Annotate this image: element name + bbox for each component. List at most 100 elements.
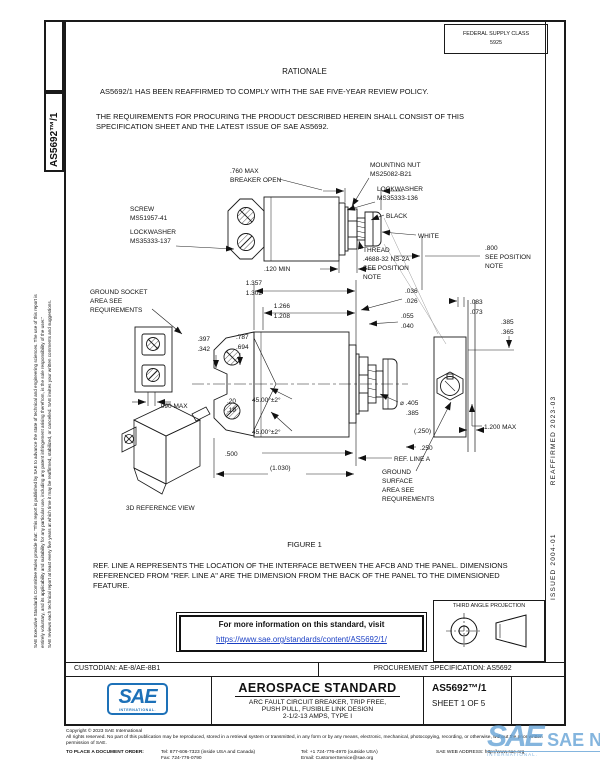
dim-label: .250 [420,445,433,452]
dim-label: .397 [197,336,210,343]
color-label: WHITE [418,233,440,240]
tel-outside: Tel: +1 724-776-4970 (outside USA) [301,749,378,755]
standard-url-link[interactable]: https://www.sae.org/standards/content/AS… [216,635,387,644]
projection-title: THIRD ANGLE PROJECTION [452,603,526,609]
tab-box-empty [44,20,64,92]
third-angle-projection-box: THIRD ANGLE PROJECTION [433,600,545,662]
tel-inside: Tel: 877-606-7323 (inside USA and Canada… [161,749,256,755]
color-label: BLACK [386,213,408,220]
dim-label: (.250) [414,428,431,435]
dim-label: .787 [236,334,249,341]
three-d-reference-view [121,403,211,495]
issue-column-divider [545,20,546,662]
part-label: MS25082-B21 [370,171,412,178]
note-label: REQUIREMENTS [90,307,143,314]
doc-number-cell: AS5692™/1 SHEET 1 OF 5 [424,677,512,726]
dim-label: .385 [406,410,419,417]
dim-label: .055 [401,313,414,320]
dim-label: SEE POSITION [485,254,531,261]
left-margin-disclaimer-line1: SAE Executive Standards Committee Rules … [33,294,38,648]
sae-logo: SAE INTERNATIONAL. [107,683,168,715]
note-label: SURFACE [382,478,413,485]
part-label: LOCKWASHER [130,229,176,236]
dim-label: 1.357 [246,280,263,287]
sae-logo-subtext: INTERNATIONAL. [118,708,157,712]
figure-note: REF. LINE A REPRESENTS THE LOCATION OF T… [93,561,508,591]
third-angle-projection-symbol [446,613,527,649]
dimension-lines [132,177,514,478]
part-label: LOCKWASHER [377,186,423,193]
order-label: TO PLACE A DOCUMENT ORDER: [66,749,144,755]
custodian-row: CUSTODIAN: AE-8/AE-8B1 PROCUREMENT SPECI… [64,662,566,677]
part-label: SCREW [130,206,155,213]
angle-label: 45.00°±2° [252,428,281,436]
figure-caption: FIGURE 1 [287,540,322,549]
note-label: AREA SEE [90,298,123,305]
dim-label: (1.030) [270,465,291,472]
drawing-labels: .760 MAX BREAKER OPEN MOUNTING NUT MS250… [90,162,531,512]
dim-label: .342 [197,346,210,353]
more-info-box: For more information on this standard, v… [176,612,427,652]
note-label: REQUIREMENTS [382,496,435,503]
doc-number: AS5692™/1 [432,683,487,694]
ground-socket-detail [134,326,173,406]
part-label: MS51957-41 [130,215,168,222]
left-margin-disclaimer-line2: entirely voluntary, and its applicabilit… [40,316,45,648]
dim-label: .20 [227,398,236,405]
web-address: SAE WEB ADDRESS: http://www.sae.org [436,749,525,755]
rights-text: All rights reserved. No part of this pub… [66,735,543,747]
rationale-heading: RATIONALE [282,67,327,76]
procurement-spec-cell: PROCUREMENT SPECIFICATION: AS5692 [318,663,566,676]
upper-side-view [227,196,447,345]
fsc-line1: FEDERAL SUPPLY CLASS [462,31,530,37]
dim-label: .073 [470,309,483,316]
sae-logo-text: SAE [118,686,157,708]
fax-number: Fax: 724-776-0790 [161,755,202,761]
dim-label: .760 MAX [230,168,259,175]
sheet-number: SHEET 1 OF 5 [432,699,486,708]
more-info-text: For more information on this standard, v… [218,620,385,629]
dim-label: .036 [405,288,418,295]
left-margin-disclaimer-line3: SAE reviews each technical report at lea… [47,300,52,648]
custodian-cell: CUSTODIAN: AE-8/AE-8B1 [74,665,161,672]
figure-1-drawing: .760 MAX BREAKER OPEN MOUNTING NUT MS250… [90,162,531,512]
copyright-line: Copyright © 2023 SAE International [66,729,143,734]
page-border-frame [64,20,566,726]
footer-copyright-block: Copyright © 2023 SAE International All r… [66,729,566,762]
doc-type-heading: AEROSPACE STANDARD [235,681,400,697]
hex-nut-front-view [433,300,476,452]
ref-line-label: REF. LINE A [394,456,431,463]
part-label: MOUNTING NUT [370,162,421,169]
rationale-para2: THE REQUIREMENTS FOR PROCURING THE PRODU… [96,112,464,132]
title-block: SAE INTERNATIONAL. AEROSPACE STANDARD AR… [64,677,566,726]
dim-label: 1.208 [274,313,291,320]
part-label: MS35333-137 [130,238,171,245]
order-info-row: TO PLACE A DOCUMENT ORDER: Tel: 877-606-… [66,750,566,762]
dim-label: BREAKER OPEN [230,177,282,184]
title-cell: AEROSPACE STANDARD ARC FAULT CIRCUIT BRE… [211,677,424,726]
dim-label: ⌀ .405 [400,400,419,407]
dim-label: 1.266 [274,303,291,310]
note-label: AREA SEE [382,487,415,494]
dim-label: .365 [501,329,514,336]
middle-section-view [192,280,408,466]
thread-label: NOTE [363,274,382,281]
doc-number-tab-label: AS5692™/1 [49,112,60,167]
doc-subtitle-line1: ARC FAULT CIRCUIT BREAKER, TRIP FREE, [248,699,387,706]
federal-supply-class-box: FEDERAL SUPPLY CLASS 5925 [444,24,548,54]
dim-label: NOTE [485,263,504,270]
doc-subtitle-line3: 2-1/2-13 AMPS, TYPE I [282,713,353,720]
dim-label: .19 [227,407,236,414]
fsc-line2: 5925 [490,39,502,46]
dim-label: 1.200 MAX [484,424,517,431]
thread-label: SEE POSITION [363,265,409,272]
angle-label: 45.00°±2° [252,396,281,404]
note-label: GROUND [382,469,411,476]
dim-label: .800 [485,245,498,252]
dim-label: 1.302 [246,290,263,297]
sae-logo-cell: SAE INTERNATIONAL. [64,677,211,726]
dim-label: .120 MIN [264,266,291,273]
dim-label: .026 [405,298,418,305]
tab-box-doc-number [44,92,64,172]
